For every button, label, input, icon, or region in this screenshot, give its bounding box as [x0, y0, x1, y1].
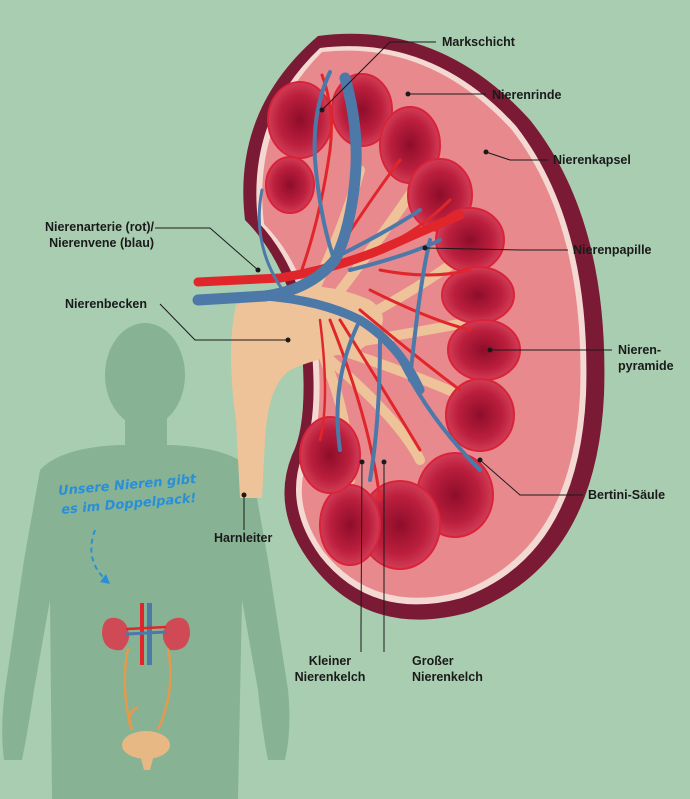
label-nierenpyramide-line1: Nieren- [618, 343, 662, 357]
arrow-head-icon [100, 574, 110, 584]
label-nierenpyramide-line2: pyramide [618, 359, 674, 373]
label-nierenarterie-line1: Nierenarterie (rot)/ [44, 220, 154, 234]
dashed-arrow-icon [90, 529, 107, 581]
label-kleiner-nierenkelch: Kleiner Nierenkelch [285, 653, 375, 685]
label-kleiner-line2: Nierenkelch [294, 670, 366, 684]
human-silhouette [2, 323, 290, 799]
label-nierenbecken: Nierenbecken [65, 297, 147, 311]
label-markschicht: Markschicht [442, 35, 515, 49]
leader-lines [155, 41, 612, 652]
label-grosser-line2: Nierenkelch [412, 670, 483, 684]
label-nierenrinde: Nierenrinde [492, 88, 562, 102]
renal-pyramids [265, 73, 521, 570]
label-nierenpapille: Nierenpapille [573, 243, 652, 257]
leader-dots [241, 91, 493, 498]
label-kleiner-line1: Kleiner [308, 654, 352, 668]
label-harnleiter: Harnleiter [214, 531, 273, 545]
label-nierenpyramide: Nieren- pyramide [618, 342, 674, 374]
small-kidneys-icon [102, 603, 190, 770]
label-nierenarterie-line2: Nierenvene (blau) [49, 236, 154, 250]
label-grosser-line1: Großer [412, 654, 454, 668]
renal-vein [192, 70, 482, 482]
label-bertini-saeule: Bertini-Säule [588, 488, 666, 502]
label-nierenkapsel: Nierenkapsel [553, 153, 631, 167]
renal-artery [193, 73, 472, 502]
label-grosser-nierenkelch: Großer Nierenkelch [412, 653, 483, 685]
label-nierenarterie: Nierenarterie (rot)/ Nierenvene (blau) [22, 219, 154, 251]
